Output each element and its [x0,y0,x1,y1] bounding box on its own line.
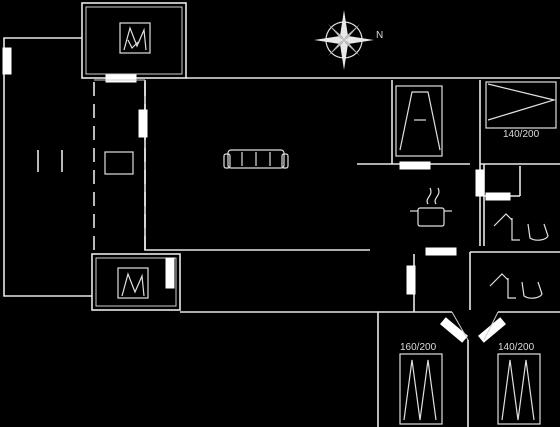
living-area [93,77,560,251]
toilet-icon-lower [489,273,543,299]
bed-bottom-left: 160/200 [399,342,443,425]
stove-icon-right [395,85,443,157]
living-door-left[interactable] [138,109,148,138]
right-rooms [425,163,560,310]
top-small-room [81,2,187,83]
hall-door-bottom[interactable] [406,265,416,295]
bed-label-bottom-right: 140/200 [498,342,535,353]
table-icon [104,151,134,175]
terrace-door-left[interactable] [2,47,12,75]
bedroom-door-left[interactable] [439,317,469,343]
bottom-hall [180,254,560,427]
wardrobe-room [391,80,481,246]
top-room-door[interactable] [105,74,137,83]
bottom-small-room [91,253,181,311]
pot-icon [410,187,452,227]
compass-north-label: N [376,30,383,41]
bed-bottom-right: 140/200 [497,342,541,425]
stove-icon-top [119,22,151,54]
right-door-vertical[interactable] [475,169,485,197]
bottom-room-door[interactable] [165,257,175,289]
bed-label-bottom-left: 160/200 [400,342,437,353]
stove-icon-bottom [117,267,149,299]
right-door-horizontal[interactable] [485,192,511,201]
bedroom-door-right[interactable] [477,317,507,343]
diagonal-doors [439,311,507,343]
kitchen-door[interactable] [399,161,431,170]
toilet-icon-upper [493,213,549,241]
bed-label-top-right: 140/200 [503,129,540,140]
bed-top-right: 140/200 [485,81,557,140]
hall-door-right[interactable] [425,247,457,256]
compass-rose-icon: N [314,10,383,70]
left-terrace [2,37,92,297]
sofa-icon [223,149,289,169]
